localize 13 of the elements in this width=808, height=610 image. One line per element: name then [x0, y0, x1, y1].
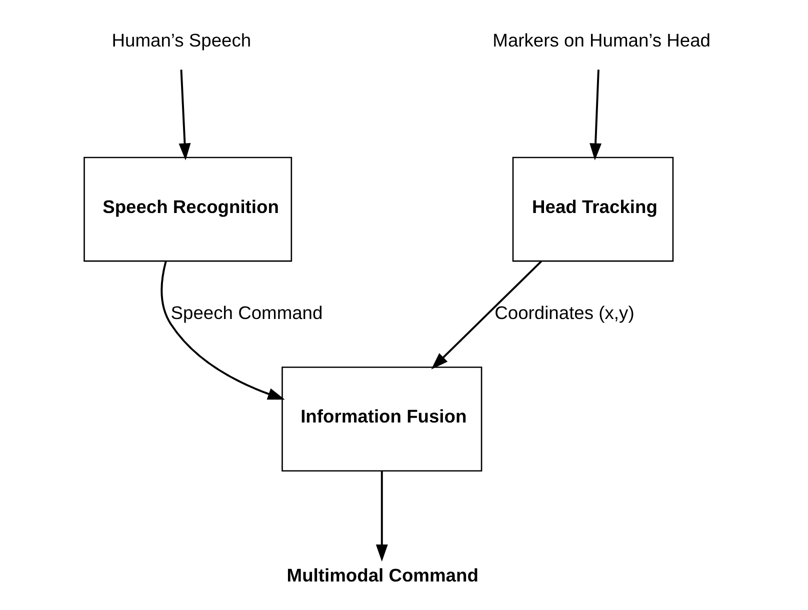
node-box: Information Fusion: [281, 366, 482, 472]
node-box: Head Tracking: [512, 156, 674, 262]
node-text: Markers on Human’s Head: [492, 29, 710, 50]
edge-label: Speech Command: [170, 302, 322, 324]
node-box: Speech Recognition: [83, 156, 292, 262]
arrow: [375, 471, 388, 562]
node-text: Human’s Speech: [111, 29, 251, 50]
arrow: [589, 70, 602, 160]
edge-label: Coordinates (x,y): [494, 302, 634, 324]
arrow: [160, 261, 284, 400]
arrow: [430, 260, 542, 370]
node-text: Multimodal Command: [286, 564, 478, 586]
arrow: [178, 70, 190, 160]
